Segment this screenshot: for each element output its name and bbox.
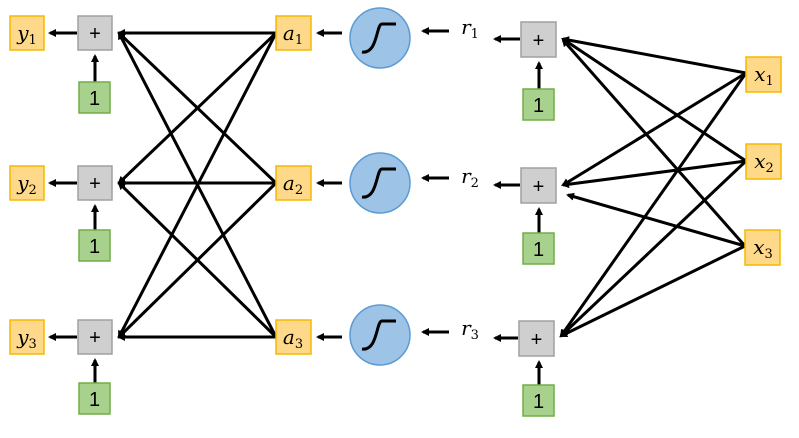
bias-node-output-2: 1 xyxy=(78,229,111,262)
output-node-y1: y1 xyxy=(9,15,45,51)
sigmoid-node-3 xyxy=(349,304,411,366)
edge-x3-to-adder2 xyxy=(566,192,746,248)
sigmoid-curve-icon xyxy=(361,319,396,351)
edge-a3-to-adder2 xyxy=(117,181,278,339)
adder-node-hidden-3: + xyxy=(518,320,555,357)
variable-label: a2 xyxy=(283,171,303,198)
variable-label: x3 xyxy=(753,235,773,262)
variable-label: a3 xyxy=(283,325,303,352)
variable-label: x1 xyxy=(754,62,774,89)
input-node-x1: x1 xyxy=(745,56,782,93)
bias-node-output-1: 1 xyxy=(78,81,111,114)
output-node-y3: y3 xyxy=(9,319,45,355)
input-node-x2: x2 xyxy=(745,143,782,180)
adder-node-hidden-1: + xyxy=(520,21,557,58)
plus-icon: + xyxy=(533,30,545,52)
bias-node-output-3: 1 xyxy=(78,382,111,415)
bias-node-hidden-2: 1 xyxy=(522,232,555,265)
variable-label: y3 xyxy=(16,325,37,352)
output-node-y2: y2 xyxy=(9,165,45,201)
plus-icon: + xyxy=(89,173,101,195)
bias-label: 1 xyxy=(533,391,544,413)
adder-node-output-3: + xyxy=(77,319,113,355)
edge-x2-to-adder3 xyxy=(559,159,748,338)
edge-x1-to-adder3 xyxy=(559,72,748,338)
variable-label: r3 xyxy=(461,316,479,343)
variable-label: a1 xyxy=(283,21,303,48)
sigmoid-node-1 xyxy=(349,7,411,69)
variable-label: y1 xyxy=(16,21,37,48)
edge-x3-to-adder1 xyxy=(561,38,747,247)
sigmoid-curve-icon xyxy=(361,167,396,199)
bias-label: 1 xyxy=(89,88,100,110)
edge-x2-to-adder2 xyxy=(561,159,747,189)
adder-node-output-1: + xyxy=(77,15,113,51)
bias-label: 1 xyxy=(89,236,100,258)
bias-label: 1 xyxy=(89,389,100,411)
activation-node-a2: a2 xyxy=(275,165,312,201)
edge-a2-to-adder1 xyxy=(117,31,278,185)
adder-node-output-2: + xyxy=(77,165,113,201)
plus-icon: + xyxy=(531,329,543,351)
input-node-x3: x3 xyxy=(744,229,781,266)
edge-x3-to-adder3 xyxy=(559,244,746,338)
bias-label: 1 xyxy=(533,95,544,117)
bias-node-hidden-3: 1 xyxy=(522,384,555,417)
variable-label: y2 xyxy=(16,171,37,198)
adder-node-hidden-2: + xyxy=(520,167,557,204)
sigmoid-curve-icon xyxy=(361,22,396,54)
pre-activation-r2: r2 xyxy=(461,164,479,191)
plus-icon: + xyxy=(533,176,545,198)
edge-x1-to-adder2 xyxy=(561,71,747,187)
sigmoid-node-2 xyxy=(349,152,411,214)
edge-x1-to-adder1 xyxy=(561,36,747,75)
pre-activation-r1: r1 xyxy=(461,15,479,42)
activation-node-a1: a1 xyxy=(275,15,312,51)
variable-label: r2 xyxy=(461,164,479,191)
plus-icon: + xyxy=(89,23,101,45)
bias-node-hidden-1: 1 xyxy=(522,88,555,121)
bias-label: 1 xyxy=(533,239,544,261)
plus-icon: + xyxy=(89,327,101,349)
edge-x2-to-adder1 xyxy=(561,37,747,163)
pre-activation-r3: r3 xyxy=(461,316,479,343)
activation-node-a3: a3 xyxy=(275,319,312,355)
variable-label: x2 xyxy=(754,149,774,176)
variable-label: r1 xyxy=(461,15,479,42)
edge-a3-to-adder1 xyxy=(117,31,278,338)
